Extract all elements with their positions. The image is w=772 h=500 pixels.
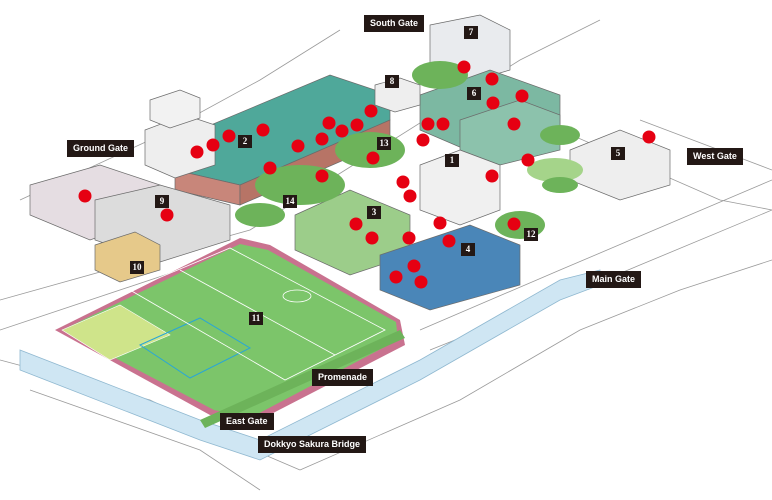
building-14-number: 14: [283, 195, 297, 208]
marker: [78, 189, 92, 203]
ground-gate-label: Ground Gate: [67, 140, 135, 157]
building-3-number: 3: [367, 206, 381, 219]
marker: [414, 275, 428, 289]
marker: [507, 117, 521, 131]
marker: [403, 189, 417, 203]
marker: [485, 169, 499, 183]
futsal-courts: [138, 317, 252, 379]
marker: [256, 123, 270, 137]
marker: [350, 118, 364, 132]
marker: [442, 234, 456, 248]
marker: [222, 129, 236, 143]
building-11-number: 11: [249, 312, 263, 325]
building-6-number: 6: [467, 87, 481, 100]
marker: [160, 208, 174, 222]
building-9-number: 9: [155, 195, 169, 208]
building-5-number: 5: [611, 147, 625, 160]
marker: [349, 217, 363, 231]
south-gate-label: South Gate: [364, 15, 425, 32]
marker: [389, 270, 403, 284]
main-gate-label: Main Gate: [586, 271, 642, 288]
building-12-number: 12: [524, 228, 538, 241]
buildings: [29, 14, 671, 311]
marker: [322, 116, 336, 130]
marker: [365, 231, 379, 245]
promenade-label: Promenade: [312, 369, 374, 386]
building-7-number: 7: [464, 26, 478, 39]
marker: [402, 231, 416, 245]
marker: [485, 72, 499, 86]
marker: [486, 96, 500, 110]
marker: [396, 175, 410, 189]
marker: [190, 145, 204, 159]
marker: [436, 117, 450, 131]
west-gate-label: West Gate: [687, 148, 743, 165]
building-8-number: 8: [385, 75, 399, 88]
marker: [335, 124, 349, 138]
marker: [206, 138, 220, 152]
marker: [263, 161, 277, 175]
east-gate-label: East Gate: [220, 413, 274, 430]
building-13-number: 13: [377, 137, 391, 150]
tennis-courts: [61, 304, 171, 361]
marker: [515, 89, 529, 103]
building-2-number: 2: [238, 135, 252, 148]
marker: [433, 216, 447, 230]
marker: [416, 133, 430, 147]
dokkyo-sakura-bridge-label: Dokkyo Sakura Bridge: [258, 436, 367, 453]
marker: [291, 139, 305, 153]
building-10-number: 10: [130, 261, 144, 274]
marker: [315, 169, 329, 183]
marker: [421, 117, 435, 131]
marker: [315, 132, 329, 146]
marker: [507, 217, 521, 231]
building-1-number: 1: [445, 154, 459, 167]
marker: [642, 130, 656, 144]
marker: [366, 151, 380, 165]
building-4-number: 4: [461, 243, 475, 256]
marker: [457, 60, 471, 74]
marker: [521, 153, 535, 167]
marker: [407, 259, 421, 273]
location-markers: [78, 60, 656, 289]
marker: [364, 104, 378, 118]
